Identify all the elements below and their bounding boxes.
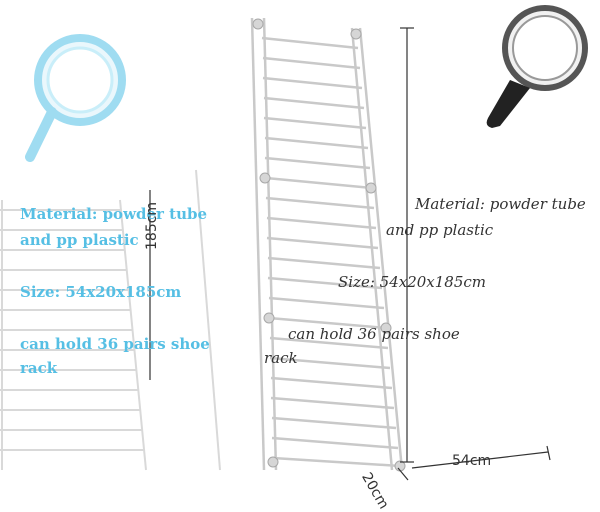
magnifying-glass-icon — [486, 5, 588, 128]
capacity-callout-line1: can hold 36 pairs shoe — [288, 325, 460, 343]
material-callout-line2: and pp plastic — [386, 221, 494, 239]
depth-dimension-line — [397, 467, 409, 481]
mirrored-material-line1: Material: powder tube — [20, 205, 208, 223]
width-dimension-line — [411, 445, 551, 469]
magnifying-glass-icon — [25, 34, 126, 162]
rack-reflection — [0, 169, 221, 471]
width-label: 54cm — [452, 453, 492, 469]
height-label: 185cm — [144, 201, 160, 250]
capacity-callout-line2: rack — [264, 349, 298, 367]
mirrored-size: Size: 54x20x185cm — [20, 283, 182, 301]
size-callout: Size: 54x20x185cm — [338, 273, 487, 291]
rack-frame — [250, 17, 404, 471]
mirrored-capacity-line1: can hold 36 pairs shoe — [20, 335, 210, 353]
material-callout-line1: Material: powder tube — [415, 195, 586, 213]
height-dimension-line — [400, 27, 414, 463]
rack-connectors — [252, 18, 406, 472]
mirrored-capacity-line2: rack — [20, 359, 58, 377]
mirrored-material-line2: and pp plastic — [20, 231, 139, 249]
